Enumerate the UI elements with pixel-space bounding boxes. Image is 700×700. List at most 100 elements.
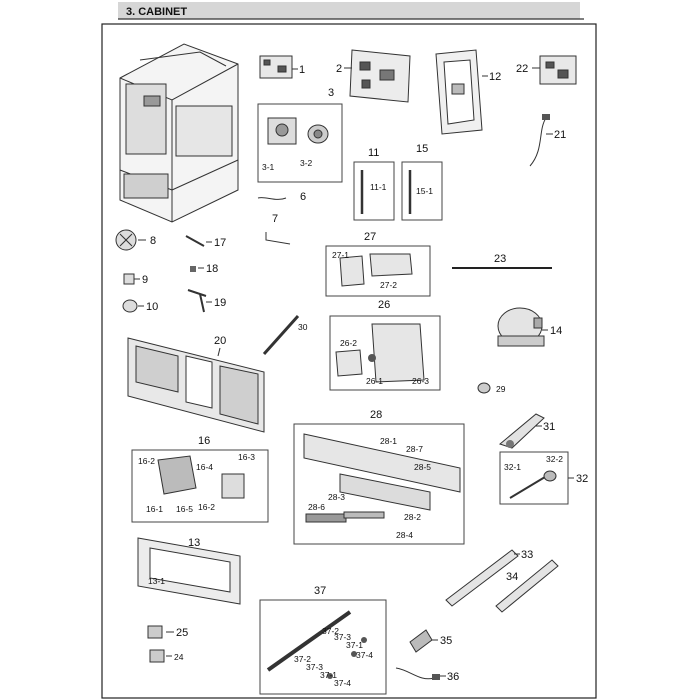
label-26-1: 26-1 [366, 376, 383, 386]
label-27-2: 27-2 [380, 280, 397, 290]
label-24: 24 [174, 652, 184, 662]
cabinet-body-illustration [119, 43, 239, 223]
part-20-rear-panel [127, 337, 265, 433]
label-16-1: 16-1 [146, 504, 163, 514]
part-21-wire [529, 117, 547, 167]
label-29: 29 [496, 384, 506, 394]
part-10-cap [122, 299, 138, 313]
label-2: 2 [336, 63, 342, 75]
label-14: 14 [550, 325, 562, 337]
part-34-rail [495, 559, 559, 613]
part-26-3-bracket [371, 323, 425, 383]
label-15: 15 [416, 143, 428, 155]
label-28: 28 [370, 409, 382, 421]
label-26-2: 26-2 [340, 338, 357, 348]
label-37-3-a: 37-3 [334, 632, 351, 642]
label-28-4: 28-4 [396, 530, 413, 540]
part-9-clip [123, 273, 135, 285]
label-28-6: 28-6 [308, 502, 325, 512]
label-22: 22 [516, 63, 528, 75]
label-32: 32 [576, 473, 588, 485]
label-23: 23 [494, 253, 506, 265]
label-36: 36 [447, 671, 459, 683]
label-6: 6 [300, 191, 306, 203]
label-37-2-b: 37-2 [294, 654, 311, 664]
part-3-1-valve [267, 117, 297, 145]
part-3-2-cap [307, 124, 329, 144]
part-25-clip [147, 625, 163, 639]
part-27-1-bracket [339, 255, 365, 287]
part-26-2-plate [335, 349, 363, 377]
label-1: 1 [299, 64, 305, 76]
label-28-7: 28-7 [406, 444, 423, 454]
label-27: 27 [364, 231, 376, 243]
label-11-1: 11-1 [370, 182, 387, 192]
label-37-2-a: 37-2 [322, 626, 339, 636]
part-19-hinge-pin [187, 289, 207, 313]
diagram-frame [101, 23, 597, 699]
label-27-1: 27-1 [332, 250, 349, 260]
part-27-box [325, 245, 431, 297]
label-21: 21 [554, 129, 566, 141]
label-37-3-b: 37-3 [306, 662, 323, 672]
label-13: 13 [188, 537, 200, 549]
label-15-1: 15-1 [416, 186, 433, 196]
label-37-4-b: 37-4 [334, 678, 351, 688]
label-12: 12 [489, 71, 501, 83]
label-34: 34 [506, 571, 518, 583]
label-19: 19 [214, 297, 226, 309]
label-18: 18 [206, 263, 218, 275]
label-31: 31 [543, 421, 555, 433]
label-33: 33 [521, 549, 533, 561]
part-6-wire [257, 197, 287, 200]
part-1-pcb [259, 55, 293, 79]
part-17-pin [185, 235, 205, 247]
label-9: 9 [142, 274, 148, 286]
part-14-compressor [497, 307, 545, 347]
part-26-1-screw [368, 354, 376, 362]
label-3-1: 3-1 [262, 162, 275, 172]
part-22-board [539, 55, 577, 85]
label-16-5: 16-5 [176, 504, 193, 514]
part-28-box [293, 423, 465, 545]
part-2-main-board [349, 49, 411, 103]
label-28-2: 28-2 [404, 512, 421, 522]
part-18-screw [190, 266, 196, 272]
label-16-2-b: 16-2 [198, 502, 215, 512]
part-16-4-fan [157, 455, 197, 495]
label-16-3: 16-3 [238, 452, 255, 462]
label-16-2-a: 16-2 [138, 456, 155, 466]
label-16-4: 16-4 [196, 462, 213, 472]
label-35: 35 [440, 635, 452, 647]
label-32-2: 32-2 [546, 454, 563, 464]
label-37: 37 [314, 585, 326, 597]
part-35-switch [409, 629, 433, 653]
label-17: 17 [214, 237, 226, 249]
label-26: 26 [378, 299, 390, 311]
label-32-1: 32-1 [504, 462, 521, 472]
section-header: 3. CABINET [118, 2, 584, 20]
label-11: 11 [368, 147, 379, 159]
label-30: 30 [298, 322, 308, 332]
part-36-wire [395, 667, 435, 680]
label-28-1: 28-1 [380, 436, 397, 446]
part-16-box [131, 449, 269, 523]
label-28-5: 28-5 [414, 462, 431, 472]
part-16-3-motor [221, 473, 245, 499]
label-8: 8 [150, 235, 156, 247]
part-26-box [329, 315, 441, 391]
label-7: 7 [272, 213, 278, 225]
part-12-cover [435, 49, 483, 135]
part-33-rail [445, 549, 519, 607]
part-28-frame [303, 433, 461, 523]
part-13-cover [137, 537, 241, 605]
part-37-box [259, 599, 387, 695]
label-3: 3 [328, 87, 334, 99]
part-29-grommet [477, 382, 491, 394]
section-title: 3. CABINET [126, 6, 187, 18]
part-32-2-hinge [543, 470, 557, 482]
part-24-clip [149, 649, 165, 663]
part-37-rail [266, 610, 352, 672]
label-37-1-b: 37-1 [320, 670, 337, 680]
